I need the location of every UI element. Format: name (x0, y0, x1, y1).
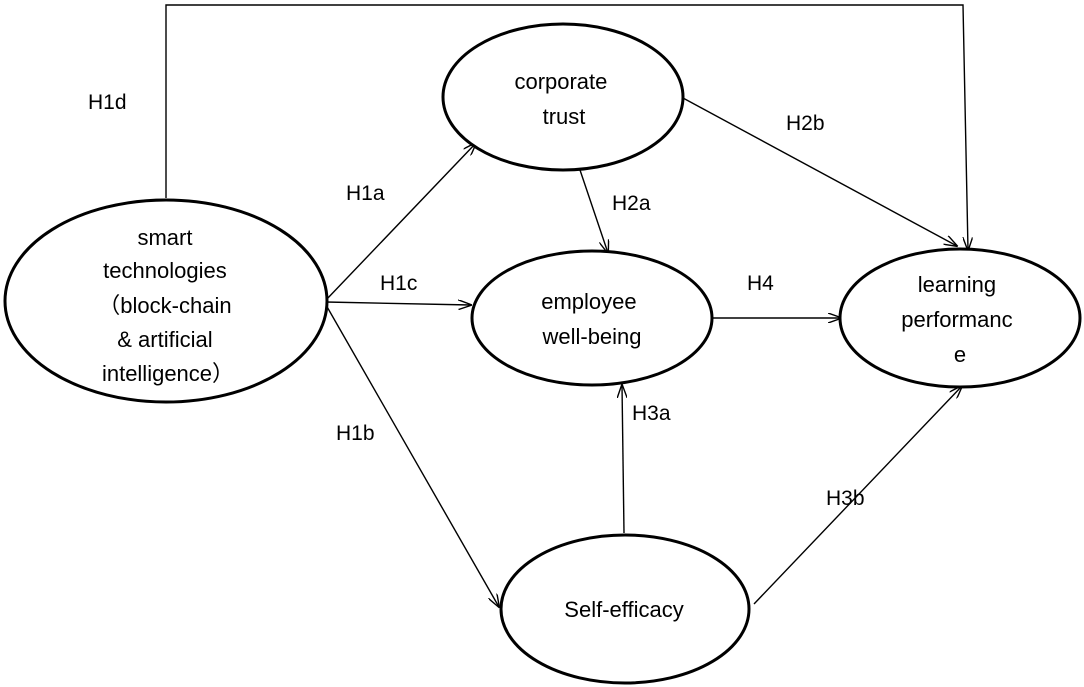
node-efficacy-label: Self-efficacy (564, 597, 683, 622)
node-wellbeing-label: employee well-being (541, 289, 643, 349)
edge-labels: H1d H1a H1c H1b H2a H2b H4 H3a H3b (88, 91, 865, 510)
edge-h1c (325, 302, 471, 305)
node-efficacy-shape (499, 533, 751, 685)
node-trust-label: corporate trust (514, 69, 613, 129)
node-smart-shape (3, 198, 329, 404)
edge-h3b (753, 386, 962, 605)
nodes: smart technologies （block-chain & artifi… (3, 22, 1082, 685)
edge-label-h4: H4 (747, 272, 774, 295)
node-trust-shape (441, 22, 685, 172)
node-learning-label: learning performanc e (901, 272, 1018, 367)
edge-label-h3b: H3b (826, 487, 865, 510)
edge-label-h2a: H2a (612, 192, 651, 215)
edge-label-h3a: H3a (632, 402, 671, 425)
node-smart-line-1: smart (137, 225, 192, 250)
node-smart-line-4: & artificial (117, 327, 212, 352)
edge-h2b (682, 97, 957, 246)
node-learning-line-3: e (954, 342, 966, 367)
node-self-efficacy: Self-efficacy (499, 533, 751, 685)
edges (165, 4, 968, 607)
node-trust-line-1: corporate (514, 69, 607, 94)
node-wellbeing-line-2: well-being (541, 324, 641, 349)
edge-label-h1c: H1c (380, 272, 417, 295)
edge-label-h1a: H1a (346, 182, 385, 205)
node-learning-performance: learning performanc e (838, 247, 1082, 389)
node-smart-label: smart technologies （block-chain & artifi… (98, 225, 237, 386)
edge-h3a (622, 385, 624, 534)
node-learning-shape (838, 247, 1082, 389)
node-smart-line-5: intelligence） (102, 361, 234, 386)
node-employee-well-being: employee well-being (470, 249, 714, 387)
edge-h1a (325, 143, 476, 301)
node-wellbeing-line-1: employee (541, 289, 636, 314)
node-efficacy-line-1: Self-efficacy (564, 597, 683, 622)
node-smart-technologies: smart technologies （block-chain & artifi… (3, 198, 329, 404)
node-wellbeing-shape (470, 249, 714, 387)
node-learning-line-1: learning (918, 272, 996, 297)
node-trust-line-2: trust (543, 104, 586, 129)
edge-label-h2b: H2b (786, 112, 825, 135)
edge-h1d (165, 4, 968, 250)
node-smart-line-3: （block-chain (98, 293, 231, 318)
node-learning-line-2: performanc (901, 307, 1012, 332)
node-smart-line-2: technologies (103, 258, 227, 283)
edge-h2a (579, 169, 608, 253)
node-corporate-trust: corporate trust (441, 22, 685, 172)
edge-label-h1b: H1b (336, 422, 375, 445)
edge-h1b (325, 304, 499, 607)
edge-label-h1d: H1d (88, 91, 127, 114)
